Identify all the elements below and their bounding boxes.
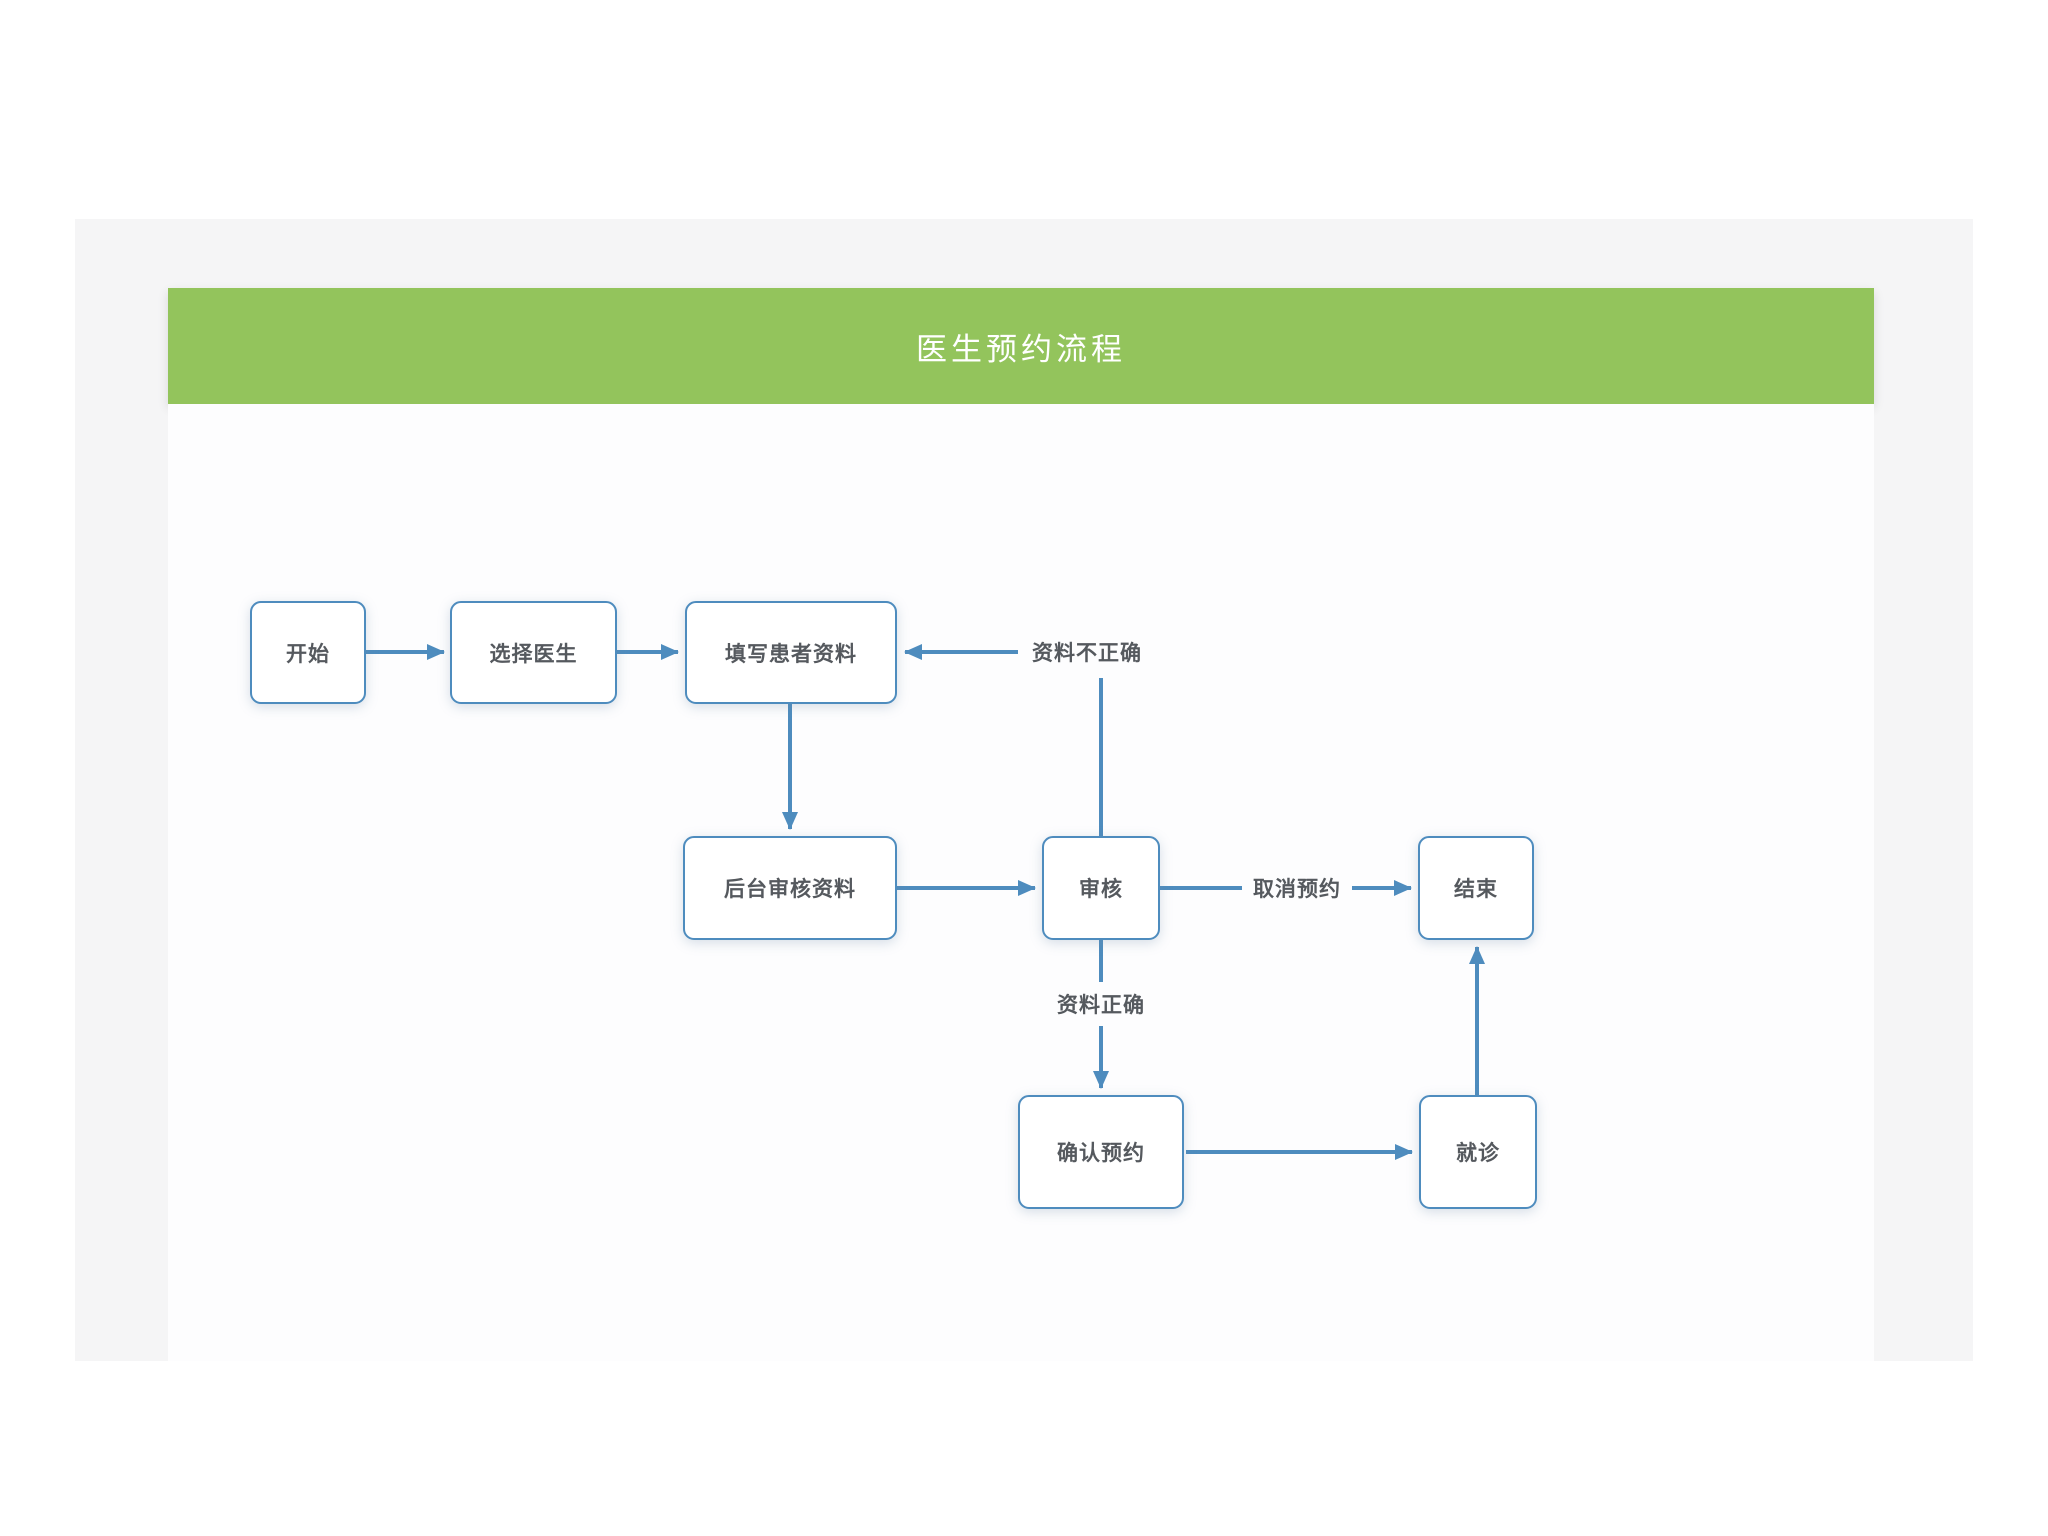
title-banner: 医生预约流程 <box>168 288 1874 404</box>
node-fill-patient-info: 填写患者资料 <box>685 601 897 704</box>
page-title: 医生预约流程 <box>916 331 1126 367</box>
node-visit: 就诊 <box>1419 1095 1537 1209</box>
edge-label-data-correct: 资料正确 <box>1057 994 1145 1017</box>
node-start: 开始 <box>250 601 366 704</box>
node-end: 结束 <box>1418 836 1534 940</box>
node-confirm-appointment: 确认预约 <box>1018 1095 1184 1209</box>
edge-label-cancel-appointment: 取消预约 <box>1253 878 1341 901</box>
edge-label-data-incorrect: 资料不正确 <box>1032 642 1142 665</box>
node-review: 审核 <box>1042 836 1160 940</box>
node-backend-review: 后台审核资料 <box>683 836 897 940</box>
node-select-doctor: 选择医生 <box>450 601 617 704</box>
flowchart-canvas <box>168 404 1874 1361</box>
